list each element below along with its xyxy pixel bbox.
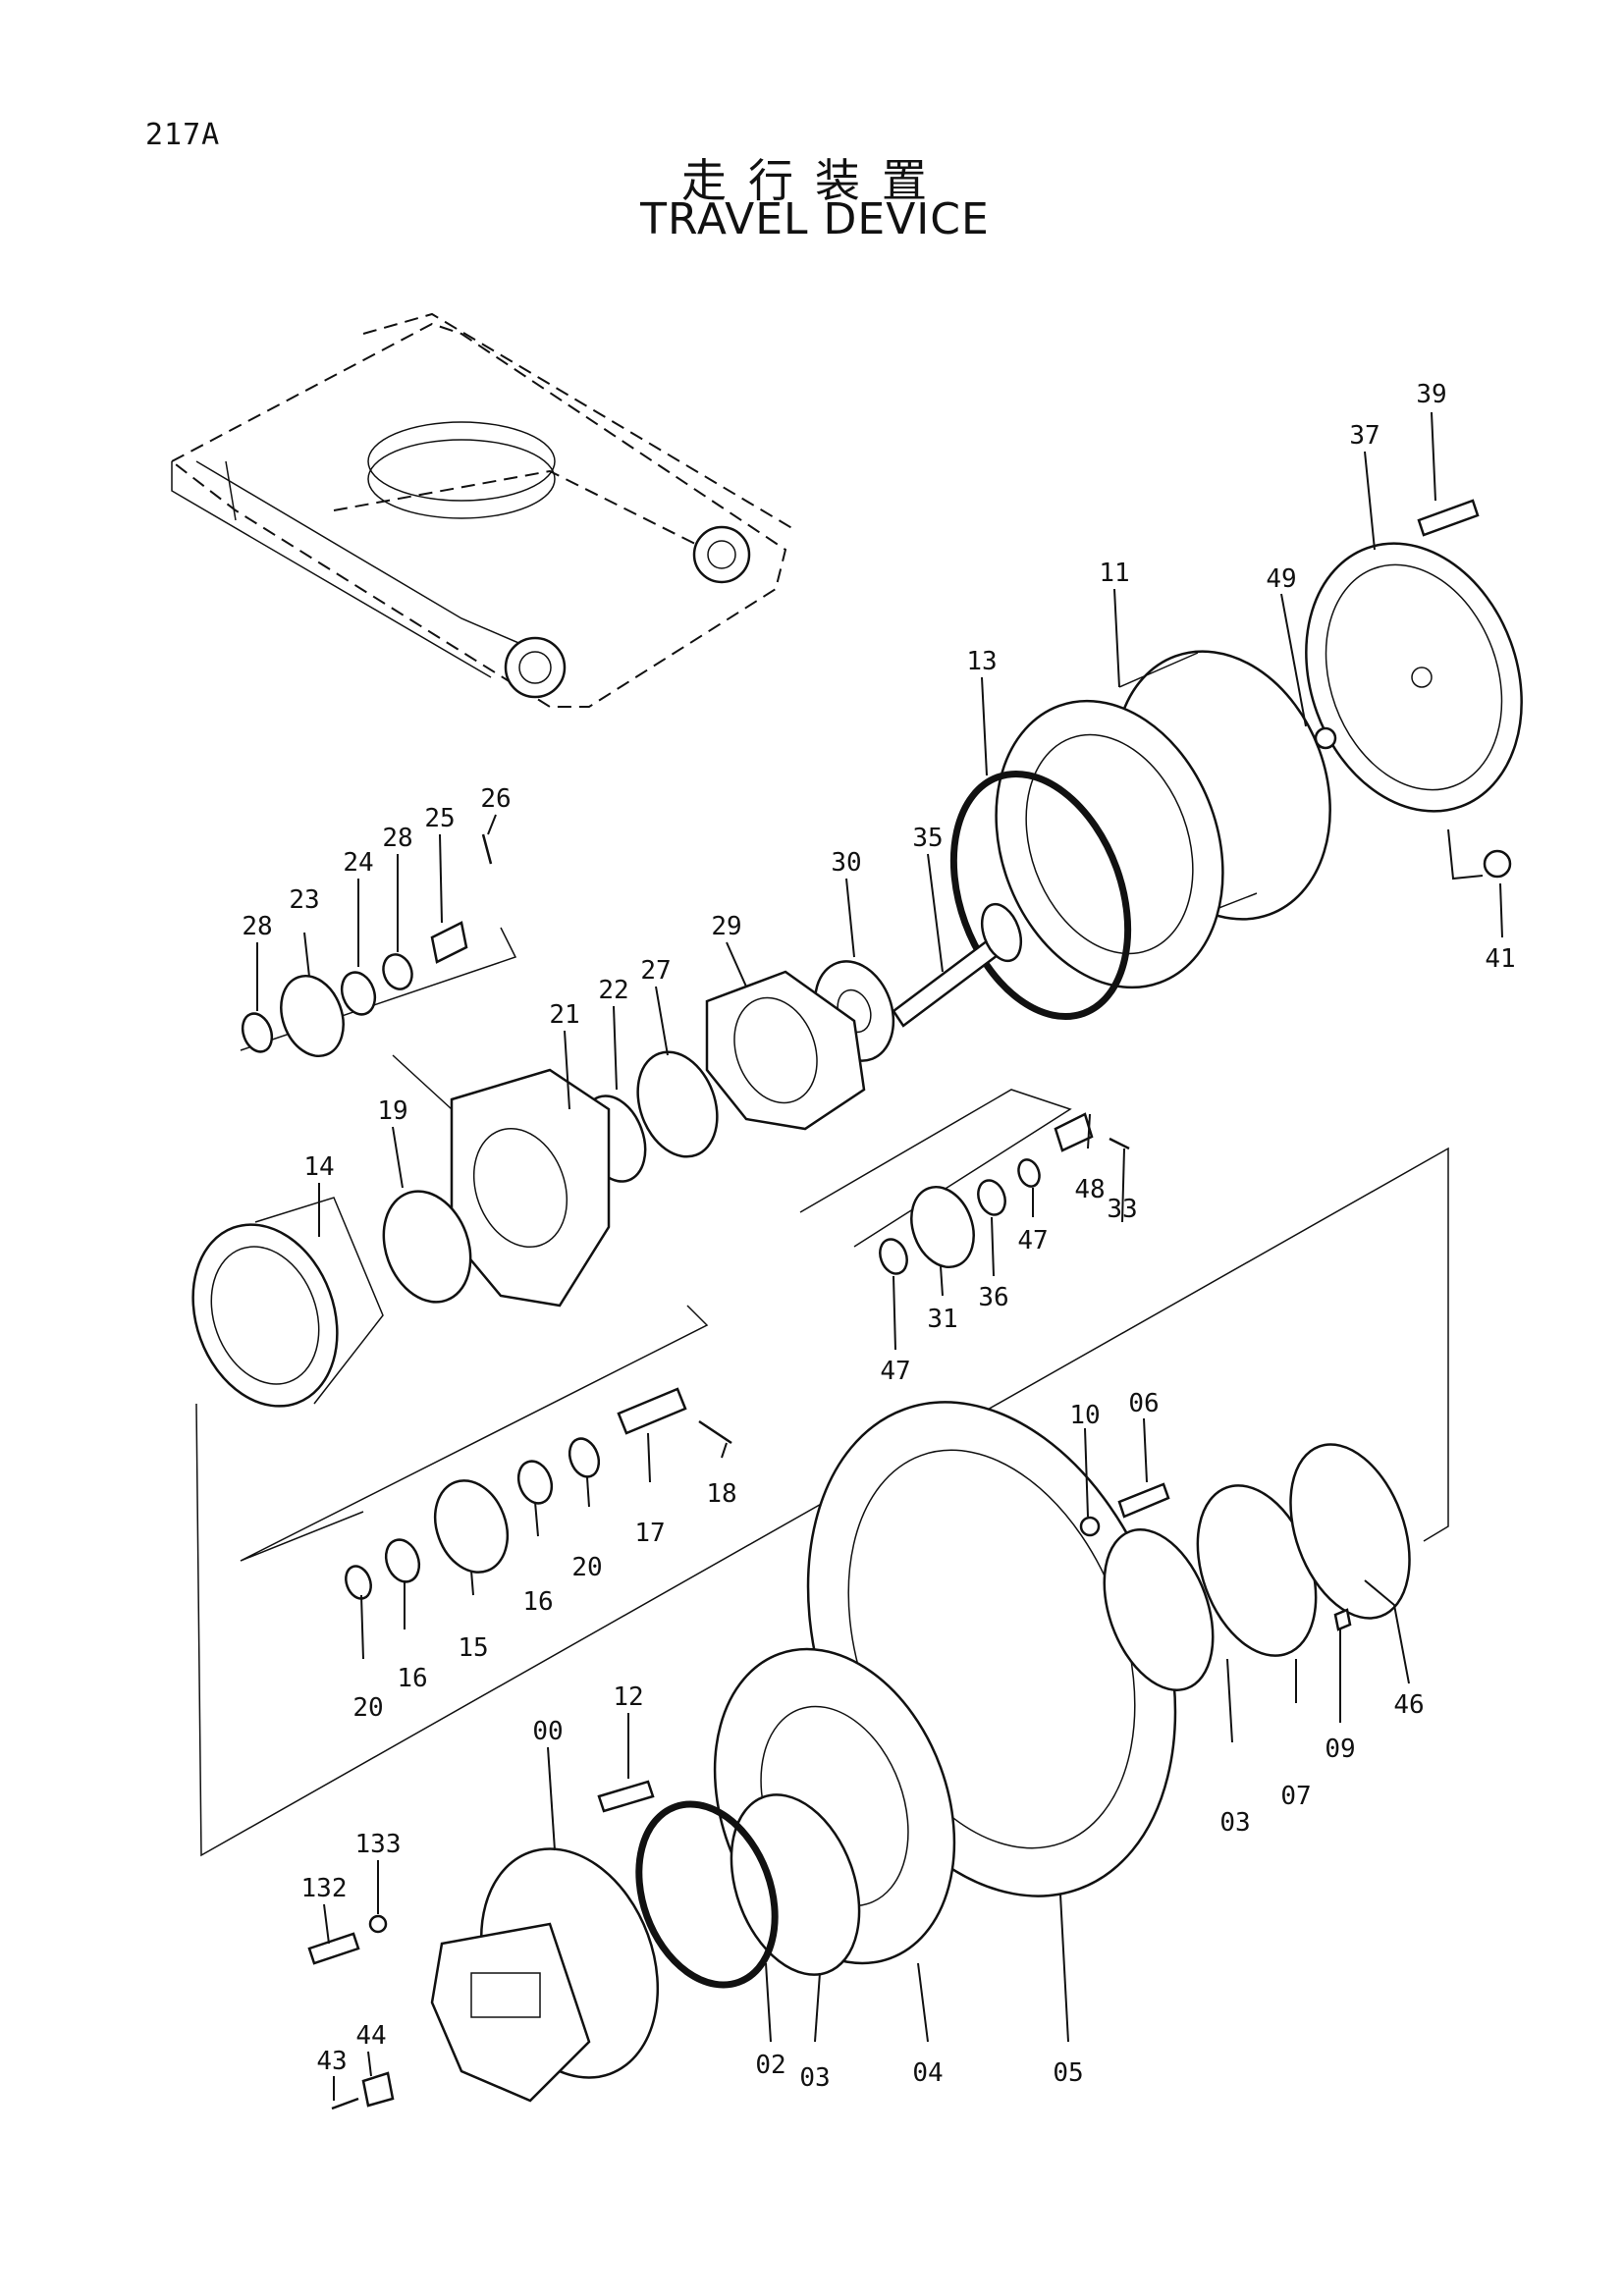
callout-47-right: 47 — [1017, 1226, 1048, 1255]
callout-37: 37 — [1349, 421, 1380, 451]
callout-29: 29 — [711, 912, 741, 941]
bearing-03-lower — [730, 1793, 861, 1976]
title-japanese: 走行装置 — [681, 154, 948, 207]
bolt-132 — [307, 1932, 360, 1965]
carrier-21 — [450, 1068, 611, 1308]
planet-set-middle — [799, 1089, 1130, 1275]
planet-housing-14 — [191, 1197, 384, 1408]
callout-13: 13 — [966, 647, 997, 676]
callout-15: 15 — [458, 1633, 488, 1663]
seal-02 — [635, 1800, 779, 1989]
callout-04: 04 — [912, 2058, 943, 2088]
callout-36: 36 — [978, 1283, 1008, 1312]
o-ring-13 — [949, 770, 1132, 1021]
callout-12: 12 — [613, 1682, 643, 1712]
callout-47-left: 47 — [880, 1357, 910, 1386]
callout-17: 17 — [634, 1519, 665, 1548]
callout-28-right: 28 — [382, 824, 412, 853]
callout-11: 11 — [1099, 559, 1129, 588]
callout-03-lower: 03 — [799, 2063, 830, 2093]
bolt-06 — [1117, 1482, 1170, 1519]
callout-22: 22 — [598, 976, 628, 1005]
callout-39: 39 — [1416, 380, 1446, 409]
callout-49: 49 — [1266, 564, 1296, 594]
callout-44: 44 — [355, 2021, 386, 2051]
callout-20-left: 20 — [352, 1693, 383, 1723]
callout-21: 21 — [549, 1000, 579, 1030]
callout-46: 46 — [1393, 1690, 1424, 1720]
pin-09 — [1333, 1608, 1352, 1631]
callout-labels: 39 37 11 49 13 41 35 30 29 27 22 21 28 2… — [242, 380, 1515, 2093]
callout-43: 43 — [316, 2047, 347, 2076]
bolt-39 — [1417, 499, 1480, 537]
callout-35: 35 — [912, 824, 943, 853]
callout-28-left: 28 — [242, 912, 272, 941]
callout-05: 05 — [1053, 2058, 1083, 2088]
callout-133: 133 — [355, 1830, 402, 1859]
leader-lines — [256, 411, 1503, 2101]
callout-03-right: 03 — [1219, 1808, 1250, 1838]
callout-30: 30 — [831, 848, 861, 878]
callout-41: 41 — [1485, 944, 1515, 974]
callout-09: 09 — [1325, 1735, 1355, 1764]
planet-set-lower — [240, 1305, 732, 1600]
callout-14: 14 — [303, 1152, 334, 1182]
callout-132: 132 — [301, 1874, 348, 1903]
callout-10: 10 — [1069, 1401, 1100, 1430]
callout-07: 07 — [1280, 1782, 1311, 1811]
callout-18: 18 — [706, 1479, 736, 1509]
callout-00: 00 — [532, 1717, 563, 1746]
undercarriage-frame — [170, 312, 796, 708]
housing-drum-11 — [995, 650, 1331, 989]
title-english: TRAVEL DEVICE — [640, 194, 990, 244]
plug-41 — [1483, 849, 1512, 879]
screw-43 — [331, 2097, 359, 2110]
cover-plate-37 — [1305, 542, 1523, 813]
page-number: 217A — [145, 118, 221, 152]
bearing-03-upper — [1103, 1528, 1215, 1691]
gear-27 — [636, 1050, 719, 1158]
callout-31: 31 — [927, 1305, 957, 1334]
cover-ring-46 — [1289, 1443, 1411, 1620]
callout-27: 27 — [640, 956, 671, 986]
planet-set-upper — [240, 833, 517, 1110]
callout-02: 02 — [755, 2051, 785, 2080]
bolt-12 — [597, 1780, 655, 1813]
plate-44 — [361, 2071, 395, 2108]
callout-24: 24 — [343, 848, 373, 878]
assembly-bracket-line — [195, 1147, 1449, 1857]
callout-23: 23 — [289, 885, 319, 915]
callout-19: 19 — [377, 1096, 407, 1126]
callout-16-right: 16 — [522, 1587, 553, 1617]
travel-motor-00 — [430, 1847, 660, 2103]
sun-gear-19 — [382, 1190, 472, 1304]
carrier-29 — [705, 970, 866, 1131]
callout-25: 25 — [424, 804, 455, 833]
callout-06: 06 — [1128, 1389, 1159, 1418]
washer-133 — [368, 1914, 388, 1934]
washer-10 — [1079, 1516, 1101, 1537]
callout-16-left: 16 — [397, 1664, 427, 1693]
shaft-35 — [892, 902, 1023, 1028]
callout-33: 33 — [1107, 1195, 1137, 1224]
callout-20-right: 20 — [571, 1553, 602, 1582]
callout-48: 48 — [1074, 1175, 1105, 1204]
callout-26: 26 — [480, 784, 511, 814]
